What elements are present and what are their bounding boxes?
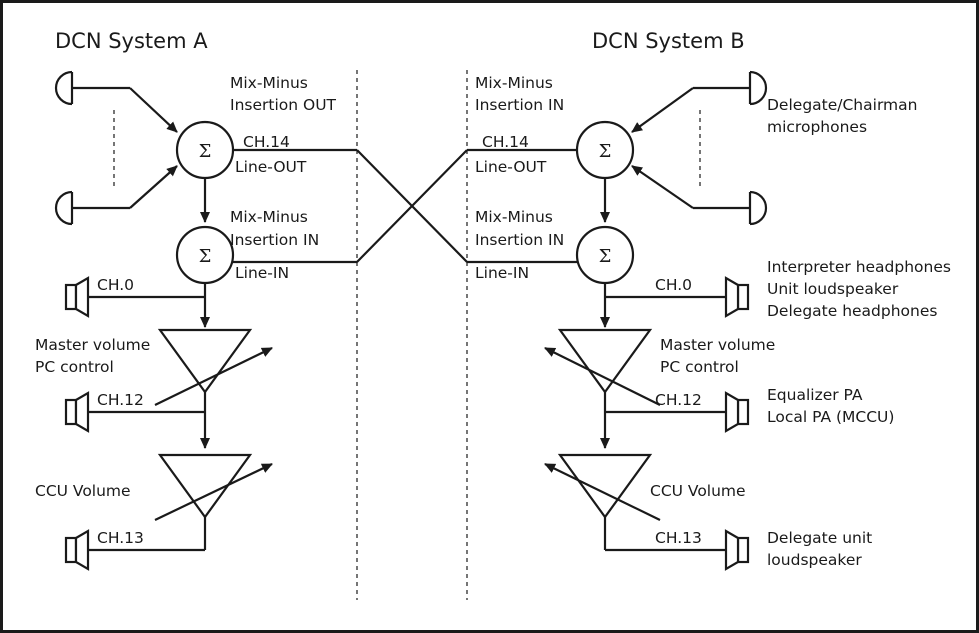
summing-node-icon: Σ	[175, 225, 235, 285]
master-volume-line1-a: Master volume	[35, 336, 150, 354]
microphone-icon	[631, 165, 768, 226]
ch0-desc-line2: Unit loudspeaker	[767, 280, 899, 298]
line-out-label-a: Line-OUT	[235, 158, 307, 176]
master-volume-line1-b: Master volume	[660, 336, 775, 354]
master-volume-line2-b: PC control	[660, 358, 739, 376]
mixminus-in-line1-a: Mix-Minus	[230, 208, 308, 226]
ch14-label-a: CH.14	[243, 133, 290, 151]
ch13-desc-line1: Delegate unit	[767, 529, 872, 547]
ccu-volume-label-a: CCU Volume	[35, 482, 131, 500]
summing-node-icon: Σ	[575, 120, 635, 180]
line-in-label-a: Line-IN	[235, 264, 289, 282]
microphone-icon	[631, 70, 768, 133]
svg-text:Σ: Σ	[599, 246, 612, 267]
amplifier-icon	[544, 328, 661, 406]
system-a-title: DCN System A	[55, 29, 208, 53]
ch0-label-a: CH.0	[97, 276, 134, 294]
amplifier-icon	[154, 453, 273, 521]
speaker-icon	[724, 391, 750, 433]
mixminus-in-top-line1-b: Mix-Minus	[475, 74, 553, 92]
system-b-title: DCN System B	[592, 29, 745, 53]
svg-text:Σ: Σ	[199, 246, 212, 267]
microphone-icon	[54, 165, 178, 226]
ch12-desc-line2: Local PA (MCCU)	[767, 408, 894, 426]
ch14-label-b: CH.14	[482, 133, 529, 151]
line-in-label-b: Line-IN	[475, 264, 529, 282]
summing-node-icon: Σ	[575, 225, 635, 285]
cross-connections	[233, 148, 577, 264]
microphone-icon	[54, 70, 178, 133]
speaker-icon	[64, 529, 90, 571]
ch0-label-b: CH.0	[655, 276, 692, 294]
system-b: Σ Σ Mix-Minus Insertion IN CH.14 Line-OU…	[475, 70, 951, 571]
mixminus-in-line2-b: Insertion IN	[475, 231, 564, 249]
summing-node-icon: Σ	[175, 120, 235, 180]
ch12-desc-line1: Equalizer PA	[767, 386, 863, 404]
mixminus-in-line1-b: Mix-Minus	[475, 208, 553, 226]
master-volume-line2-a: PC control	[35, 358, 114, 376]
amplifier-icon	[544, 453, 661, 521]
ch13-label-a: CH.13	[97, 529, 144, 547]
mixminus-out-line1: Mix-Minus	[230, 74, 308, 92]
mic-desc-line2: microphones	[767, 118, 867, 136]
ch12-label-b: CH.12	[655, 391, 702, 409]
line-out-label-b: Line-OUT	[475, 158, 547, 176]
ch13-desc-line2: loudspeaker	[767, 551, 862, 569]
amplifier-icon	[154, 328, 273, 406]
svg-text:Σ: Σ	[199, 141, 212, 162]
speaker-icon	[64, 391, 90, 433]
speaker-icon	[724, 276, 750, 318]
ch0-desc-line3: Delegate headphones	[767, 302, 937, 320]
mixminus-in-line2-a: Insertion IN	[230, 231, 319, 249]
ch0-desc-line1: Interpreter headphones	[767, 258, 951, 276]
ccu-volume-label-b: CCU Volume	[650, 482, 746, 500]
mixminus-in-top-line2-b: Insertion IN	[475, 96, 564, 114]
mic-desc-line1: Delegate/Chairman	[767, 96, 917, 114]
speaker-icon	[724, 529, 750, 571]
ch12-label-a: CH.12	[97, 391, 144, 409]
svg-text:Σ: Σ	[599, 141, 612, 162]
mixminus-out-line2: Insertion OUT	[230, 96, 337, 114]
speaker-icon	[64, 276, 90, 318]
ch13-label-b: CH.13	[655, 529, 702, 547]
system-a: Σ Σ Mix-Minus Insertion OUT CH.14 Line-O…	[35, 70, 337, 571]
